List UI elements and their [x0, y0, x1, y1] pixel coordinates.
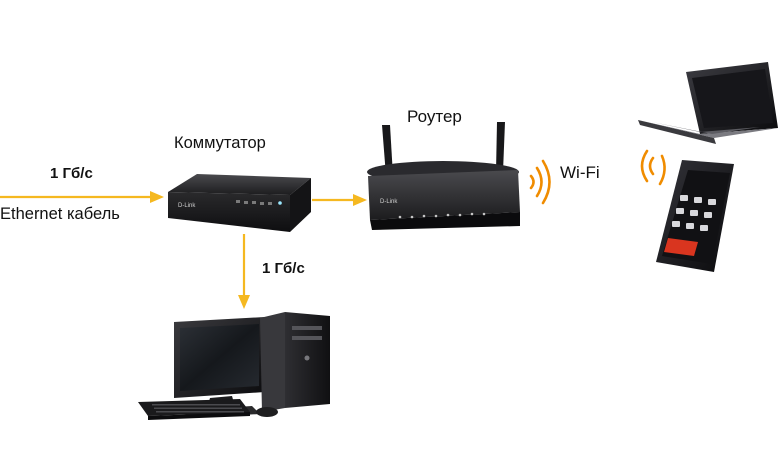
router-label: Роутер: [407, 107, 462, 126]
switch-label: Коммутатор: [174, 134, 266, 152]
laptop-icon: [638, 62, 778, 144]
smartphone-icon: [656, 160, 734, 272]
arrow-input: [0, 191, 164, 203]
switch-brand-logo: D-Link: [178, 203, 196, 209]
router-brand-logo: D-Link: [380, 199, 398, 205]
wifi-router-icon: [367, 122, 520, 230]
arrow-switch-to-router: [312, 194, 367, 206]
network-switch-icon: [168, 174, 311, 232]
pc-speed-label: 1 Гб/с: [262, 260, 305, 277]
arrow-switch-to-pc: [238, 234, 250, 309]
wifi-label: Wi-Fi: [560, 163, 600, 182]
wifi-signal-icon-phone: [640, 149, 666, 186]
input-speed-label: 1 Гб/с: [50, 165, 93, 182]
wifi-signal-icon: [529, 159, 551, 205]
desktop-computer-icon: [138, 312, 330, 420]
ethernet-cable-label: Ethernet кабель: [0, 205, 120, 223]
